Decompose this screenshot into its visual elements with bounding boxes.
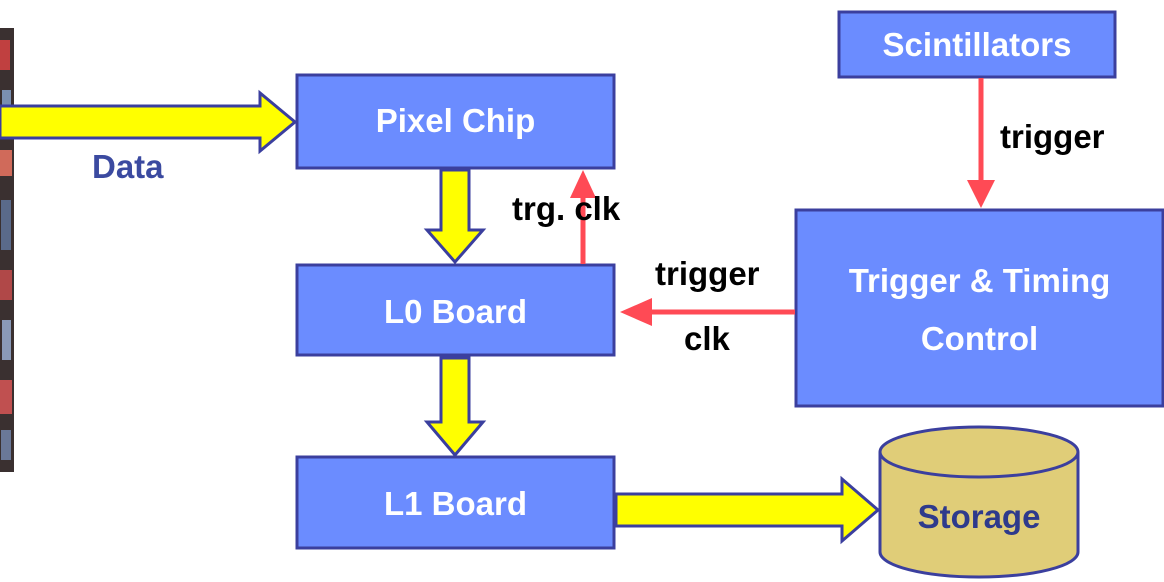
trg-clk-label: trg. clk bbox=[512, 190, 621, 227]
scintillators-box bbox=[837, 10, 1117, 79]
data-arrow-l1-to-storage bbox=[614, 475, 881, 545]
l0-board-box bbox=[295, 263, 616, 357]
scint-trigger-arrow bbox=[967, 78, 995, 208]
trg-clk-arrow bbox=[570, 170, 596, 264]
pixel-chip-box bbox=[295, 73, 616, 170]
storage-label: Storage bbox=[918, 498, 1041, 535]
data-arrow-l0-to-l1 bbox=[423, 356, 487, 458]
ttc-box bbox=[794, 208, 1164, 408]
ttc-label-line2: Control bbox=[921, 320, 1038, 357]
ttc-to-l0-arrow bbox=[620, 298, 795, 326]
data-arrow bbox=[0, 89, 298, 155]
l0-board-label: L0 Board bbox=[384, 293, 527, 330]
ttc-clk-label: clk bbox=[684, 320, 731, 357]
data-label: Data bbox=[92, 148, 164, 185]
l1-board-label: L1 Board bbox=[384, 485, 527, 522]
pixel-chip-label: Pixel Chip bbox=[376, 102, 536, 139]
ttc-trigger-label: trigger bbox=[655, 255, 760, 292]
storage-cylinder bbox=[878, 425, 1080, 579]
ttc-label-line1: Trigger & Timing bbox=[849, 262, 1111, 299]
scint-trigger-label: trigger bbox=[1000, 118, 1105, 155]
scintillators-label: Scintillators bbox=[883, 26, 1072, 63]
data-arrow-pixel-to-l0 bbox=[423, 168, 487, 265]
l1-board-box bbox=[295, 455, 616, 550]
detector-photo-icon bbox=[0, 28, 14, 472]
